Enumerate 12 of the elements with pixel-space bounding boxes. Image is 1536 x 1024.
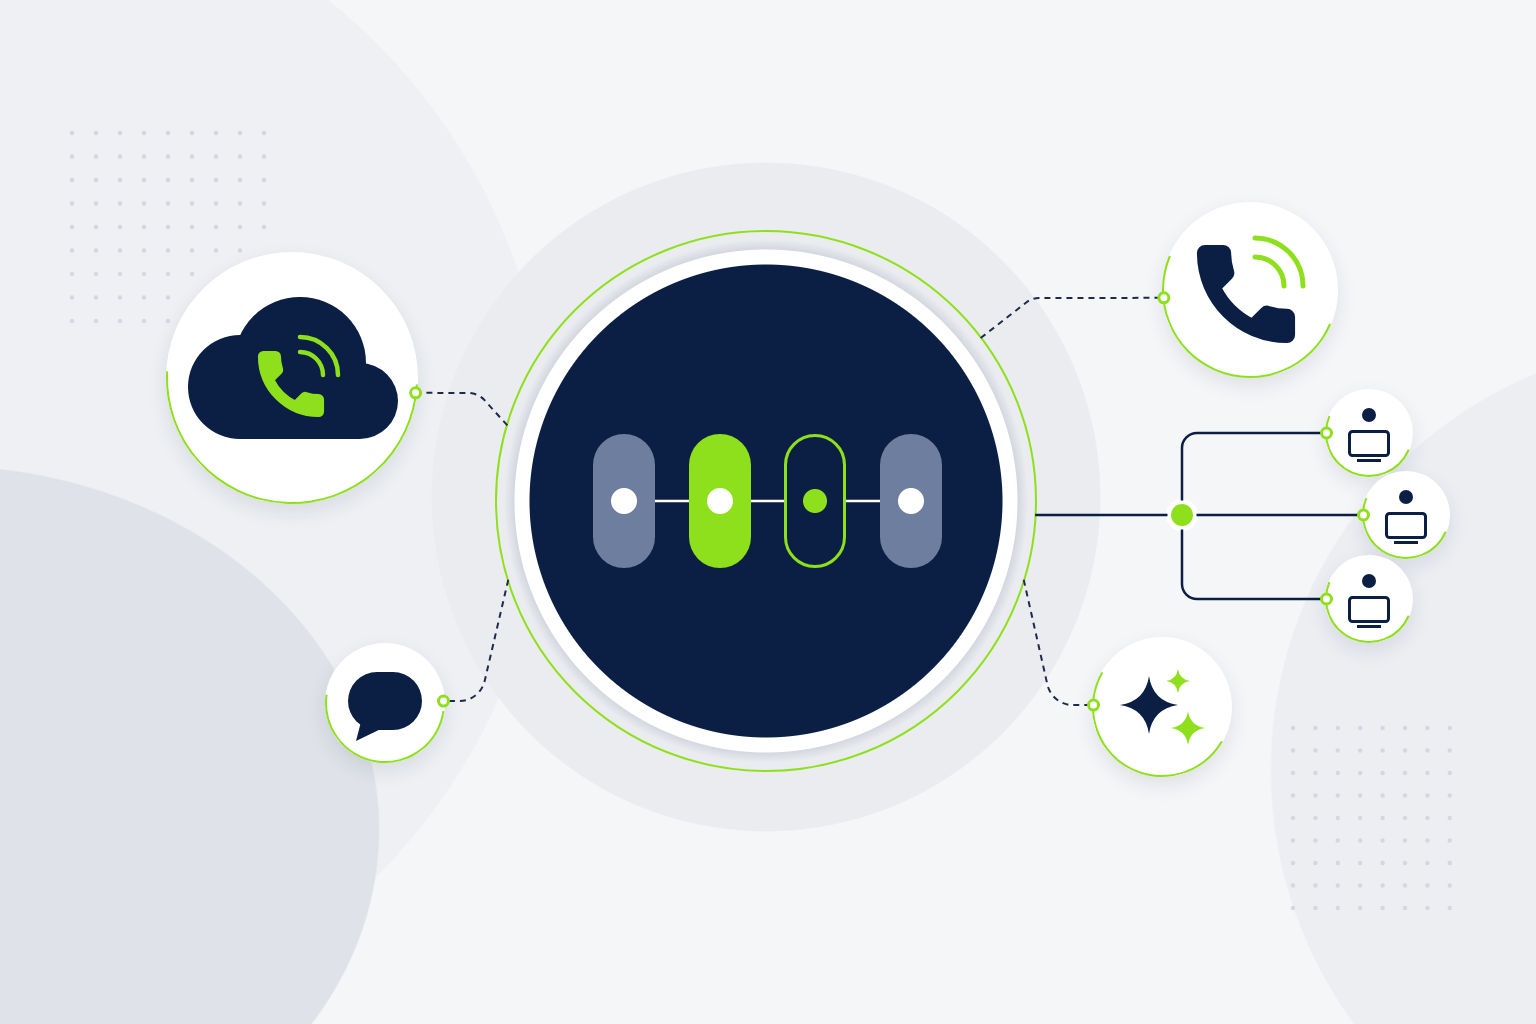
- dashed-connector: [436, 578, 510, 708]
- connector-line: [655, 499, 689, 503]
- connector-line: [1035, 513, 1168, 517]
- connector-line: [751, 499, 784, 503]
- dashed-connector: [979, 291, 1171, 340]
- connector-line: [846, 499, 880, 503]
- junction-dot: [1166, 499, 1198, 531]
- dashed-connector: [1022, 578, 1101, 712]
- connector-line: [1180, 529, 1333, 606]
- connector-line: [1180, 426, 1333, 501]
- connector-line: [1196, 508, 1370, 522]
- dashed-connector: [409, 386, 509, 427]
